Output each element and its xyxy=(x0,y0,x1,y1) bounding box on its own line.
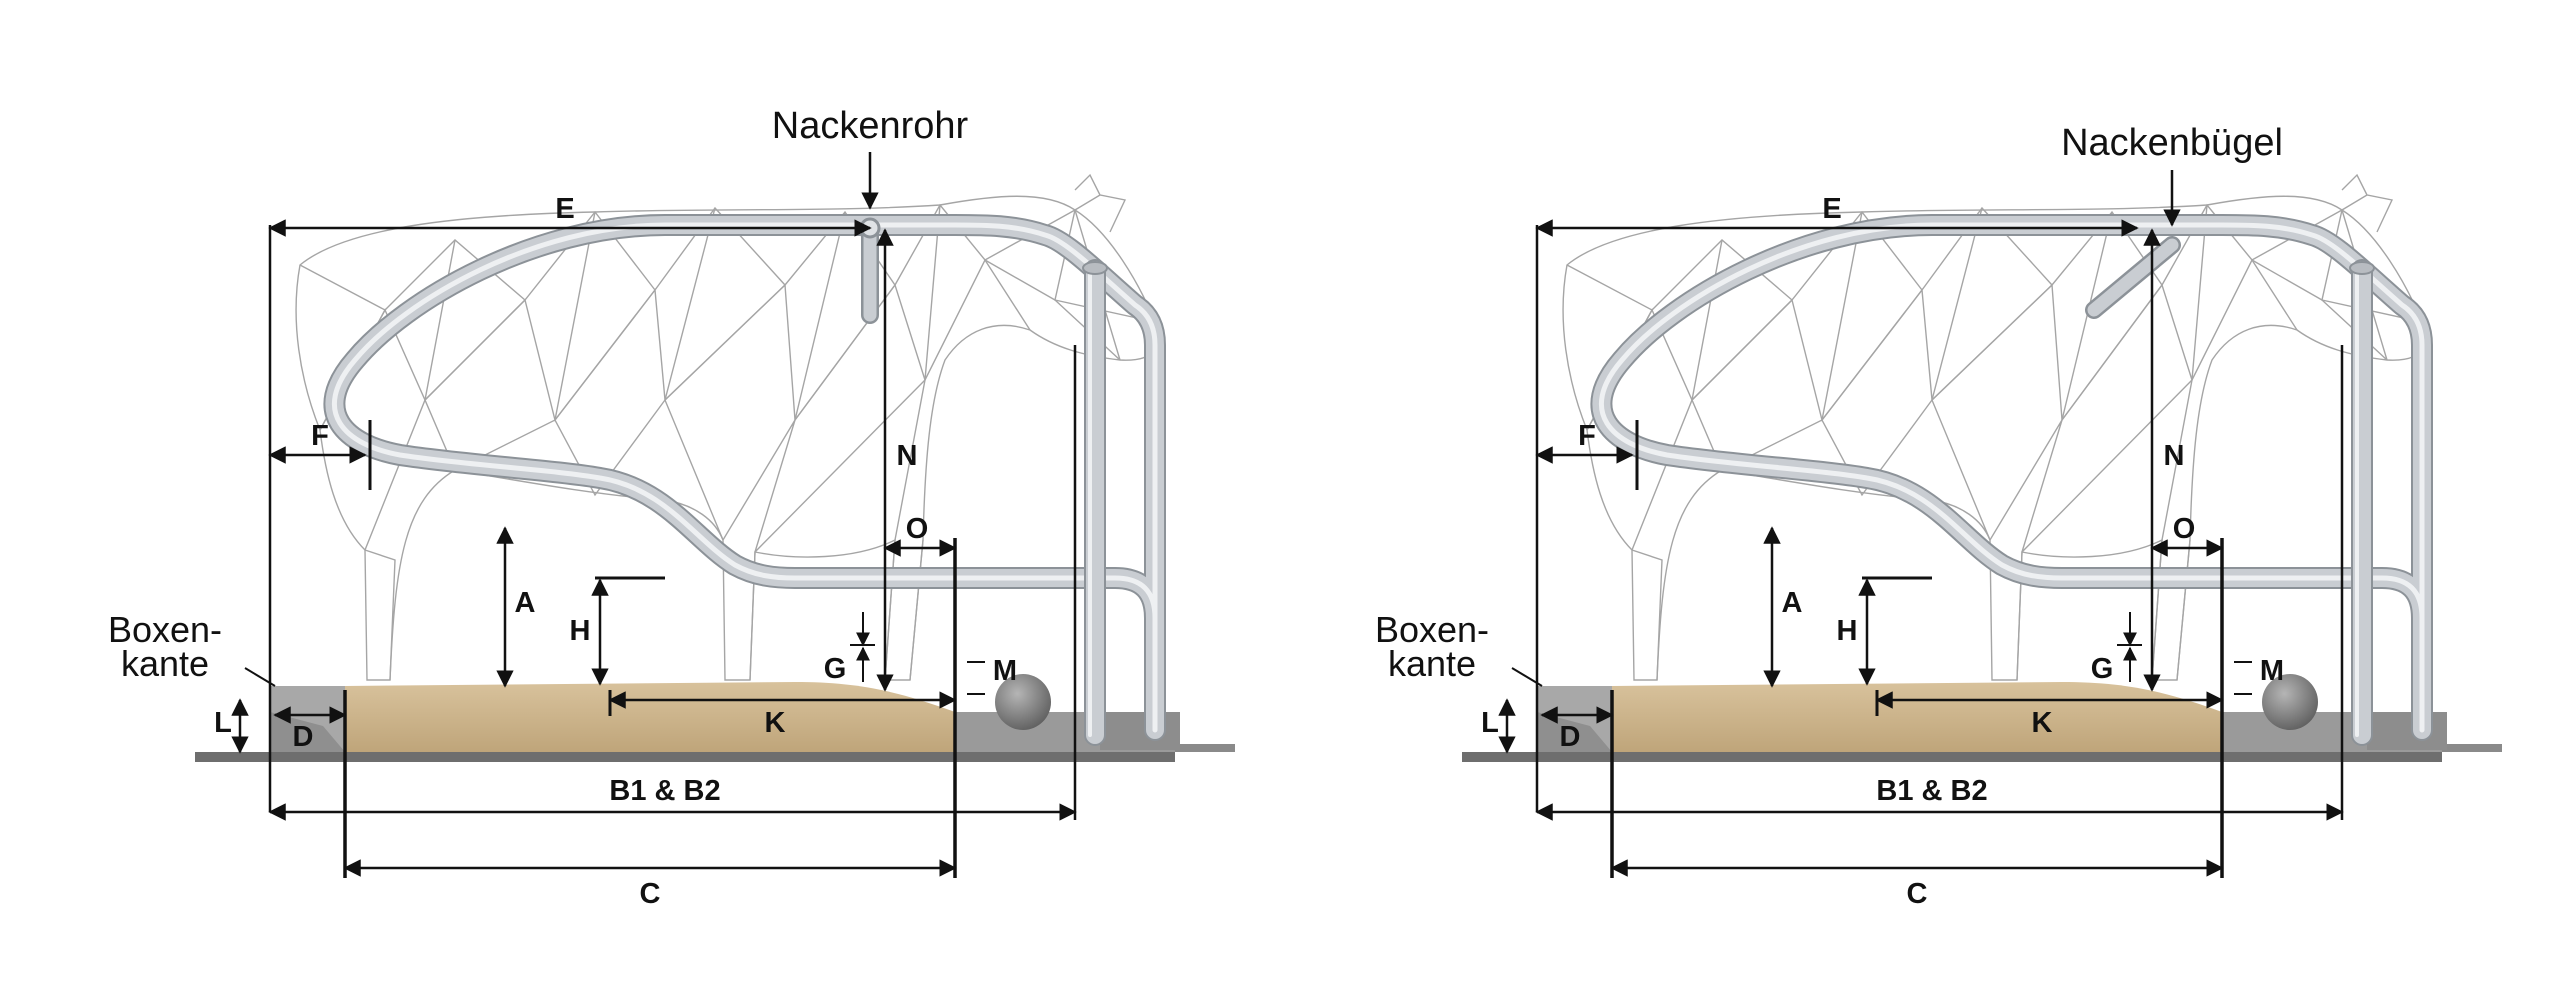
label-l: L xyxy=(214,707,232,739)
edge-label-line1: Boxen- xyxy=(108,609,222,650)
label-o: O xyxy=(2173,513,2196,545)
edge-label-line2: kante xyxy=(121,643,209,684)
label-b1-b2: B1 & B2 xyxy=(1876,775,1987,807)
edge-pointer xyxy=(1511,667,1543,687)
label-n: N xyxy=(2164,440,2185,472)
neck-bar-icon xyxy=(2085,236,2181,319)
label-a: A xyxy=(1782,587,1803,619)
label-a: A xyxy=(515,587,536,619)
label-m: M xyxy=(2260,655,2284,687)
label-k: K xyxy=(765,707,786,739)
label-e: E xyxy=(555,193,574,225)
label-k: K xyxy=(2032,707,2053,739)
label-g: G xyxy=(2091,653,2114,685)
label-f: F xyxy=(1578,420,1596,452)
label-e: E xyxy=(1822,193,1841,225)
label-d: D xyxy=(1560,721,1581,753)
dimension-set-right: E F N O A H G M K L D B1 & B2 C NackenbügelBoxen-kant… xyxy=(1375,122,2344,910)
edge-pointer xyxy=(244,667,276,687)
stall-illustration xyxy=(1462,175,2502,762)
label-n: N xyxy=(897,440,918,472)
neck-rail-icon xyxy=(859,217,881,324)
label-d: D xyxy=(293,721,314,753)
label-m: M xyxy=(993,655,1017,687)
label-f: F xyxy=(311,420,329,452)
label-b1-b2: B1 & B2 xyxy=(609,775,720,807)
label-h: H xyxy=(1837,615,1858,647)
label-c: C xyxy=(1907,878,1928,910)
diagram-nackenbuegel xyxy=(1462,175,2502,762)
callout-label: Nackenbügel xyxy=(2061,122,2283,164)
callout-label: Nackenrohr xyxy=(772,105,969,147)
label-l: L xyxy=(1481,707,1499,739)
label-h: H xyxy=(570,615,591,647)
edge-label-line1: Boxen- xyxy=(1375,609,1489,650)
edge-label-line2: kante xyxy=(1388,643,1476,684)
label-c: C xyxy=(640,878,661,910)
label-g: G xyxy=(824,653,847,685)
diagram-nackenrohr xyxy=(195,175,1235,762)
label-o: O xyxy=(906,513,929,545)
stall-illustration xyxy=(195,175,1235,762)
